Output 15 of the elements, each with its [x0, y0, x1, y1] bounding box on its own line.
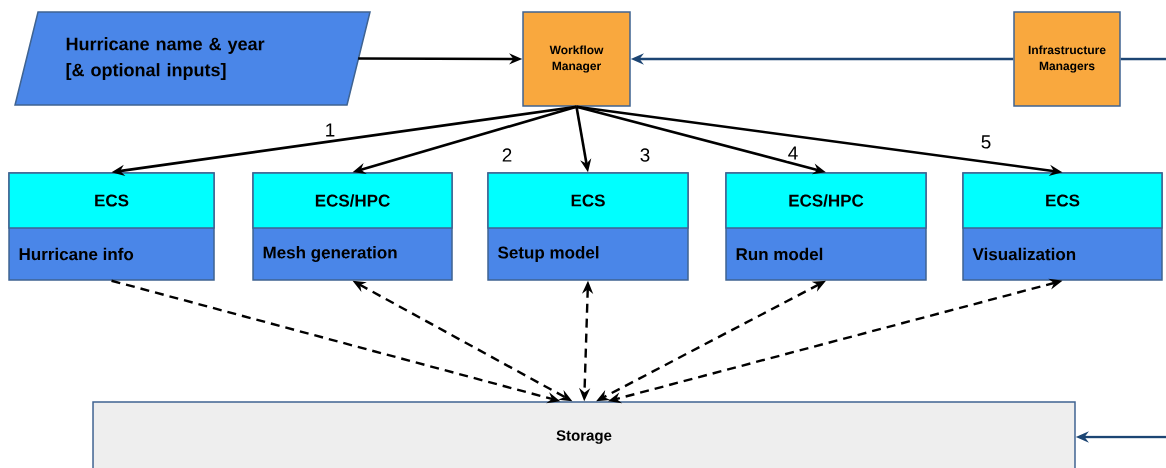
line	[1120, 57, 1166, 61]
storage-box: Storage	[92, 401, 1076, 468]
service-box: ECS Setup model	[487, 172, 689, 281]
service-box: ECS Hurricane info	[8, 172, 215, 281]
edge-label: 1	[323, 122, 337, 138]
service-box: ECS/HPC Run model	[725, 172, 927, 281]
service-box: ECS/HPC Mesh generation	[252, 172, 453, 281]
manager-box: Infrastructure Managers	[1013, 11, 1121, 107]
edge-label: 2	[500, 147, 514, 163]
service-box: ECS Visualization	[962, 172, 1163, 281]
edge-label: 3	[638, 147, 652, 163]
manager-box: Workflow Manager	[522, 11, 631, 107]
edge-label: 4	[786, 145, 800, 161]
edge-label: 5	[979, 134, 993, 150]
input-parallelogram: Hurricane name & year [& optional inputs]	[14, 11, 371, 106]
